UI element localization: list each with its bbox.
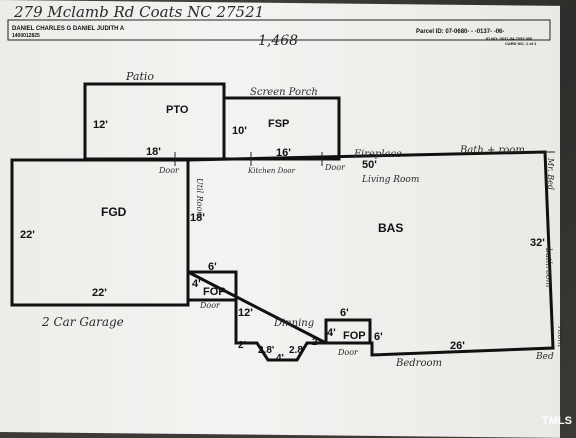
- bedroom-note: Bedroom: [395, 358, 442, 369]
- dinning-note: Dinning: [273, 318, 314, 329]
- fop1-dim-top: 6': [208, 261, 217, 273]
- fgd-dim-side: 22': [20, 229, 35, 241]
- door-note-2: Door: [324, 163, 346, 172]
- card-no: CARD NO. 1 of 1: [505, 41, 537, 46]
- id-no: ID NO: 0631-54-7053.000: [486, 36, 533, 41]
- bay-dim-1: 2': [238, 340, 246, 351]
- bas-dim-top: 50': [362, 159, 377, 171]
- screen-porch-label: Screen Porch: [250, 87, 318, 98]
- fsp-code: FSP: [268, 118, 289, 130]
- bay-dim-2: 2.8': [258, 345, 274, 356]
- fgd-dim-bottom: 22': [92, 287, 107, 299]
- fop1-dim-left: 4': [192, 278, 201, 290]
- pto-dim-side: 12': [93, 119, 108, 131]
- tmls-watermark: TMLS: [542, 415, 572, 427]
- garage-label: 2 Car Garage: [41, 315, 124, 329]
- bath-room-note: Bath + room: [459, 145, 525, 156]
- bathroom-note: bathroom: [544, 248, 553, 288]
- bay-dim-5: 2': [312, 337, 320, 348]
- bay-dim-4: 2.8': [289, 345, 305, 356]
- patio-label: Patio: [125, 70, 154, 83]
- bas-dim-right: 32': [530, 237, 545, 249]
- fgd-code: FGD: [101, 205, 127, 219]
- fsp-dim-bottom: 16': [276, 147, 291, 159]
- front-porch-1-outline: [186, 270, 238, 302]
- bas-code: BAS: [378, 221, 403, 235]
- header-box: [7, 19, 551, 41]
- total-sqft: 1,468: [258, 33, 298, 49]
- fop2-dim-right: 6': [374, 331, 383, 343]
- mr-bed-note: Mr. Bed: [546, 157, 555, 190]
- fsp-dim-side: 10': [232, 125, 247, 137]
- door-note-4: Door: [337, 348, 359, 357]
- living-room-note: Living Room: [361, 175, 419, 185]
- fop2-dim-top: 6': [340, 307, 349, 319]
- bay-dim-3: 4': [276, 353, 284, 364]
- pto-dim-bottom: 18': [146, 146, 161, 158]
- bas-dim-bottom: 26': [450, 340, 465, 352]
- kitchen-door-note: Kitchen Door: [247, 167, 296, 175]
- fop2-dim-left: 4': [327, 327, 336, 339]
- handwritten-address: 279 Mclamb Rd Coats NC 27521: [13, 3, 264, 21]
- owner-id: 1400012825: [12, 33, 40, 39]
- pto-code: PTO: [166, 104, 189, 116]
- owner-names: DANIEL CHARLES G DANIEL JUDITH A: [12, 26, 125, 32]
- utility-room-note: Util Room: [195, 178, 204, 219]
- garage-outline: [10, 158, 190, 307]
- parcel-id: Parcel ID: 07-0680- - -0137- -06-: [416, 29, 504, 35]
- door-note-3: Door: [199, 301, 221, 310]
- bed-note: Bed: [535, 352, 554, 362]
- room-note: room: [556, 326, 565, 347]
- bas-dim-left: 18': [190, 212, 205, 224]
- fireplace-note: Fireplace: [353, 149, 402, 160]
- fop1-code: FOP: [203, 286, 226, 298]
- fop2-code: FOP: [343, 330, 366, 342]
- bas-dim-mid: 12': [238, 307, 253, 319]
- door-note-1: Door: [158, 166, 180, 175]
